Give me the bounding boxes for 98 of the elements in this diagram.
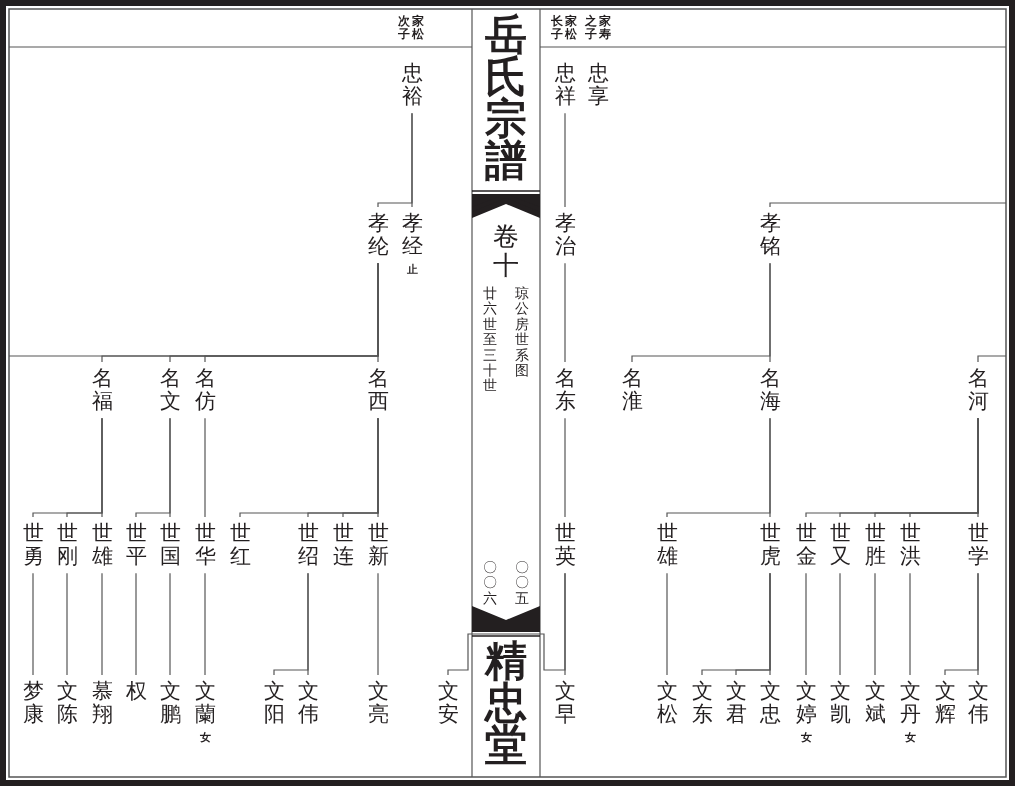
person-name: 世平: [125, 522, 147, 569]
lineage-line: [977, 355, 1007, 363]
person-name: 世勇: [22, 522, 44, 569]
person-name: 名河: [967, 367, 989, 414]
person-name: 名福: [91, 367, 113, 414]
lineage-line: [564, 262, 566, 363]
person-name: 世金: [795, 522, 817, 569]
person-name: 文斌: [864, 680, 886, 727]
person-name: 文伟: [297, 680, 319, 727]
person-name: 世雄: [656, 522, 678, 569]
person-name: 文凯: [829, 680, 851, 727]
person-name: 名文: [159, 367, 181, 414]
person-name: 忠裕: [401, 62, 423, 109]
person-name: 孝纶: [367, 212, 389, 259]
lineage-line: [666, 417, 771, 518]
lineage-line: [805, 417, 979, 518]
person-name: 世新: [367, 522, 389, 569]
person-name: 名西: [367, 367, 389, 414]
book-title: 岳氏宗譜: [485, 14, 527, 182]
page-number: 〇〇六: [483, 560, 497, 607]
lineage-line: [666, 572, 668, 676]
person-name: 名东: [554, 367, 576, 414]
lineage-line: [169, 572, 171, 676]
person-name: 世又: [829, 522, 851, 569]
person-name: 文丹: [899, 680, 921, 727]
lineage-subtitle: 琼公房世系图: [515, 286, 529, 379]
person-name: 名淮: [621, 367, 643, 414]
person-name: 名仿: [194, 367, 216, 414]
person-name: 世华: [194, 522, 216, 569]
lineage-line: [273, 572, 309, 676]
person-name: 权: [125, 680, 147, 704]
lineage-line: [8, 262, 379, 357]
lineage-line: [377, 572, 379, 676]
person-name: 忠享: [587, 62, 609, 109]
person-name: 名海: [759, 367, 781, 414]
lineage-note: 家松次子: [398, 15, 424, 42]
person-name: 世红: [229, 522, 251, 569]
person-name: 文蘭: [194, 680, 216, 727]
person-name: 世国: [159, 522, 181, 569]
person-name: 世洪: [899, 522, 921, 569]
person-name: 世虎: [759, 522, 781, 569]
person-name: 世连: [332, 522, 354, 569]
person-name: 孝治: [554, 212, 576, 259]
person-name: 世绍: [297, 522, 319, 569]
lineage-line: [631, 262, 771, 363]
person-name: 文陈: [56, 680, 78, 727]
person-name: 忠祥: [554, 62, 576, 109]
person-name: 世英: [554, 522, 576, 569]
lineage-line: [839, 572, 841, 676]
lineage-line: [447, 572, 566, 676]
person-name: 文阳: [263, 680, 285, 727]
lineage-line: [564, 112, 566, 208]
lineage-line: [135, 572, 137, 676]
person-name: 文早: [554, 680, 576, 727]
hall-name: 精忠堂: [485, 640, 527, 766]
note-mark: 止: [406, 264, 418, 276]
lineage-line: [377, 112, 413, 208]
person-name: 文松: [656, 680, 678, 727]
lineage-line: [32, 572, 34, 676]
person-name: 孝铭: [759, 212, 781, 259]
person-name: 文忠: [759, 680, 781, 727]
volume-label: 卷十: [493, 222, 519, 280]
person-name: 世刚: [56, 522, 78, 569]
lineage-line: [204, 417, 206, 518]
person-name: 文亮: [367, 680, 389, 727]
lineage-note: 家寿之子: [585, 15, 611, 42]
lineage-line: [135, 417, 171, 518]
person-name: 世学: [967, 522, 989, 569]
lineage-line: [239, 417, 379, 518]
person-name: 文君: [725, 680, 747, 727]
person-name: 文安: [437, 680, 459, 727]
page-number: 〇〇五: [515, 560, 529, 607]
lineage-line: [805, 572, 807, 676]
generation-range: 廿六世至三十世: [483, 286, 497, 394]
person-name: 世胜: [864, 522, 886, 569]
lineage-line: [909, 572, 911, 676]
person-name: 文东: [691, 680, 713, 727]
person-name: 梦康: [22, 680, 44, 727]
person-name: 文辉: [934, 680, 956, 727]
lineage-line: [701, 572, 771, 676]
note-mark: 女: [199, 732, 211, 744]
note-mark: 女: [800, 732, 812, 744]
lineage-line: [66, 572, 68, 676]
person-name: 孝经: [401, 212, 423, 259]
person-name: 文鹏: [159, 680, 181, 727]
note-mark: 女: [904, 732, 916, 744]
lineage-line: [874, 572, 876, 676]
lineage-line: [564, 417, 566, 518]
lineage-line: [769, 202, 1007, 208]
person-name: 慕翔: [91, 680, 113, 727]
lineage-line: [32, 417, 103, 518]
lineage-line: [101, 572, 103, 676]
person-name: 世雄: [91, 522, 113, 569]
lineage-line: [204, 572, 206, 676]
lineage-line: [944, 572, 979, 676]
person-name: 文婷: [795, 680, 817, 727]
lineage-note: 家松长子: [551, 15, 577, 42]
person-name: 文伟: [967, 680, 989, 727]
